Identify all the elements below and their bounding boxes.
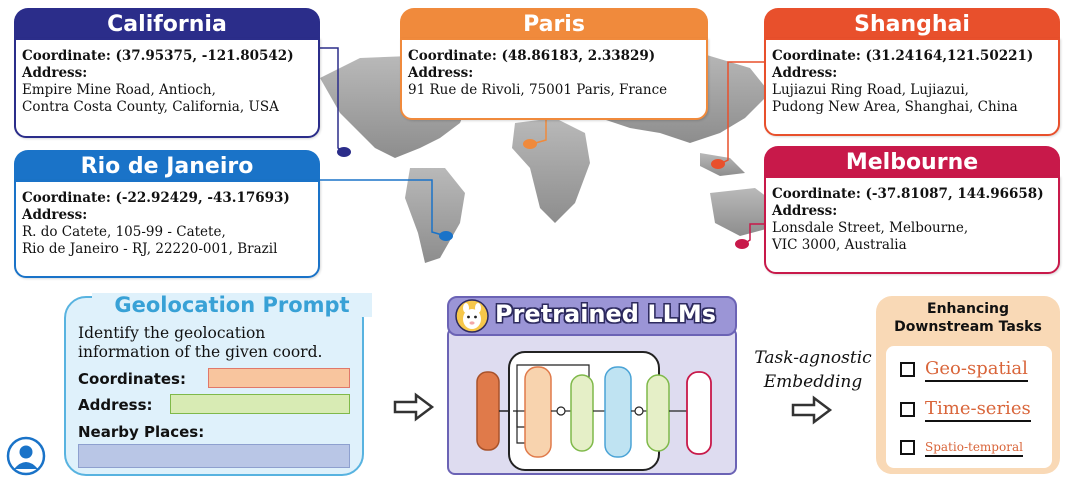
prompt-instruction: Identify the geolocation information of … <box>78 324 322 362</box>
address-label: Address: <box>22 207 88 223</box>
coordinates-label: Coordinates: <box>78 370 186 388</box>
address-line: R. do Catete, 105-99 - Catete, <box>22 224 226 240</box>
address-line: Lonsdale Street, Melbourne, <box>772 220 969 236</box>
task-label: Time-series <box>925 398 1031 422</box>
nearby-places-field[interactable] <box>78 444 350 468</box>
tasks-title-line: Enhancing <box>927 301 1009 317</box>
llm-architecture <box>476 351 712 471</box>
coordinate-text: Coordinate: (-22.92429, -43.17693) <box>22 190 290 206</box>
hollow-arrow-icon <box>393 392 435 422</box>
rio-card: Rio de Janeiro Coordinate: (-22.92429, -… <box>14 150 320 278</box>
card-body: Coordinate: (31.24164,121.50221) Address… <box>764 38 1060 136</box>
coordinate-text: Coordinate: (31.24164,121.50221) <box>772 48 1034 64</box>
melbourne-card: Melbourne Coordinate: (-37.81087, 144.96… <box>764 146 1060 274</box>
coordinates-field[interactable] <box>208 368 350 388</box>
card-title: Shanghai <box>764 8 1060 42</box>
paris-card: Paris Coordinate: (48.86183, 2.33829) Ad… <box>400 8 708 120</box>
prompt-line: Identify the geolocation <box>78 324 266 342</box>
tasks-title-line: Downstream Tasks <box>894 319 1042 335</box>
coordinate-text: Coordinate: (48.86183, 2.33829) <box>408 48 656 64</box>
ffn-block <box>604 366 632 458</box>
card-title: Melbourne <box>764 146 1060 180</box>
card-body: Coordinate: (-22.92429, -43.17693) Addre… <box>14 180 320 278</box>
address-field[interactable] <box>170 394 350 414</box>
llm-title: Pretrained LLMs <box>495 300 717 328</box>
address-line: Empire Mine Road, Antioch, <box>22 82 216 98</box>
tasks-title: Enhancing Downstream Tasks <box>876 300 1060 336</box>
nearby-places-label: Nearby Places: <box>78 423 205 441</box>
user-avatar-icon <box>6 436 46 476</box>
prompt-title: Geolocation Prompt <box>92 293 372 317</box>
california-dot <box>337 147 351 157</box>
california-card: California Coordinate: (37.95375, -121.8… <box>14 8 320 138</box>
coordinate-text: Coordinate: (37.95375, -121.80542) <box>22 48 294 64</box>
address-label: Address: <box>772 65 838 81</box>
address-line: Contra Costa County, California, USA <box>22 99 279 115</box>
card-body: Coordinate: (-37.81087, 144.96658) Addre… <box>764 176 1060 274</box>
task-label: Geo-spatial <box>925 358 1028 382</box>
embedding-line: Embedding <box>763 372 863 392</box>
shanghai-card: Shanghai Coordinate: (31.24164,121.50221… <box>764 8 1060 136</box>
card-body: Coordinate: (37.95375, -121.80542) Addre… <box>14 38 320 138</box>
checkbox-icon <box>900 401 915 417</box>
task-item: Spatio-temporal <box>900 440 1023 457</box>
address-line: Lujiazui Ring Road, Lujiazui, <box>772 82 969 98</box>
embedding-block <box>476 371 500 451</box>
checkbox-icon <box>900 361 915 377</box>
address-line: 91 Rue de Rivoli, 75001 Paris, France <box>408 82 668 98</box>
llama-icon <box>455 299 489 333</box>
norm-block <box>570 374 594 452</box>
embedding-line: Task-agnostic <box>754 348 872 368</box>
address-label: Address: <box>408 65 474 81</box>
address-line: Rio de Janeiro - RJ, 22220-001, Brazil <box>22 241 278 257</box>
output-block <box>686 371 712 455</box>
shanghai-dot <box>711 159 725 169</box>
hollow-arrow-icon <box>791 395 833 425</box>
address-line: VIC 3000, Australia <box>772 237 907 253</box>
card-body: Coordinate: (48.86183, 2.33829) Address:… <box>400 38 708 120</box>
coordinate-text: Coordinate: (-37.81087, 144.96658) <box>772 186 1044 202</box>
task-item: Time-series <box>900 398 1031 422</box>
norm-block-2 <box>646 374 670 452</box>
card-title: Paris <box>400 8 708 42</box>
attention-block <box>524 366 552 458</box>
prompt-line: information of the given coord. <box>78 343 323 361</box>
melbourne-dot <box>735 239 749 249</box>
rio-dot <box>439 231 453 241</box>
checkbox-icon <box>900 440 915 455</box>
address-field-label: Address: <box>78 396 153 414</box>
llm-header <box>447 296 737 336</box>
embedding-label: Task-agnostic Embedding <box>738 346 888 394</box>
paris-dot <box>523 139 537 149</box>
address-label: Address: <box>22 65 88 81</box>
address-line: Pudong New Area, Shanghai, China <box>772 99 1018 115</box>
address-label: Address: <box>772 203 838 219</box>
card-title: Rio de Janeiro <box>14 150 320 184</box>
task-item: Geo-spatial <box>900 358 1028 382</box>
card-title: California <box>14 8 320 42</box>
task-label: Spatio-temporal <box>925 440 1023 457</box>
